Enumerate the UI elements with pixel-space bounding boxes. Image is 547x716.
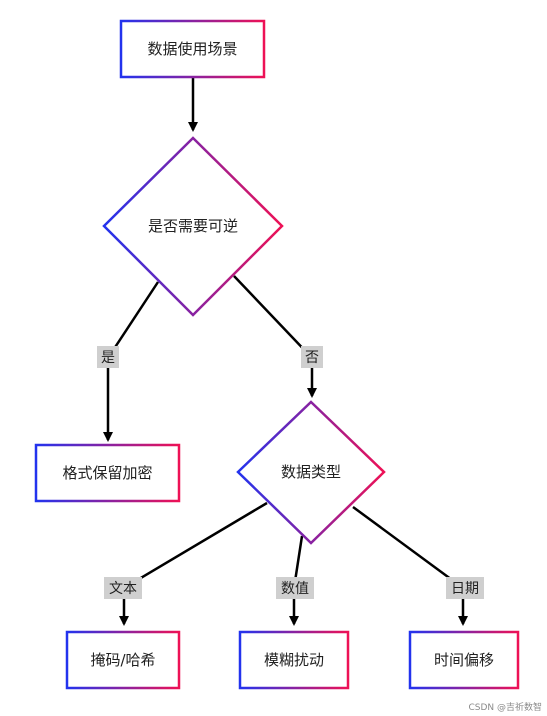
node-time-shift: 时间偏移 [408,630,520,690]
edge-label-numeric-text: 数值 [281,581,309,597]
edge-label-yes-text: 是 [101,350,115,366]
node-reversible-text: 是否需要可逆 [148,217,238,235]
node-masking: 掩码/哈希 [65,630,181,690]
edge-label-date-text: 日期 [451,581,479,597]
edge-label-text: 文本 [104,577,142,599]
edge-label-text-text: 文本 [109,581,137,597]
node-scenario: 数据使用场景 [119,19,266,79]
node-scenario-text: 数据使用场景 [147,40,237,58]
watermark: CSDN @吉祈数智 [468,701,542,713]
edge-label-yes: 是 [97,346,119,368]
edge-type-date [352,505,468,626]
node-fpe-text: 格式保留加密 [62,464,152,482]
node-masking-text: 掩码/哈希 [90,651,155,669]
node-perturbation: 模糊扰动 [238,630,350,690]
node-data-type: 数据类型 [236,400,386,545]
node-fpe: 格式保留加密 [34,443,181,503]
edges [103,78,468,626]
node-perturbation-text: 模糊扰动 [264,651,324,669]
edge-label-numeric: 数值 [276,577,314,599]
edge-label-no-text: 否 [305,350,319,366]
edge-label-no: 否 [301,346,323,368]
node-reversible: 是否需要可逆 [102,136,284,317]
edge-type-text [119,501,268,626]
node-data-type-text: 数据类型 [281,463,341,481]
edge-label-date: 日期 [446,577,484,599]
edge-reversible-no [233,275,317,398]
node-time-shift-text: 时间偏移 [434,651,494,669]
